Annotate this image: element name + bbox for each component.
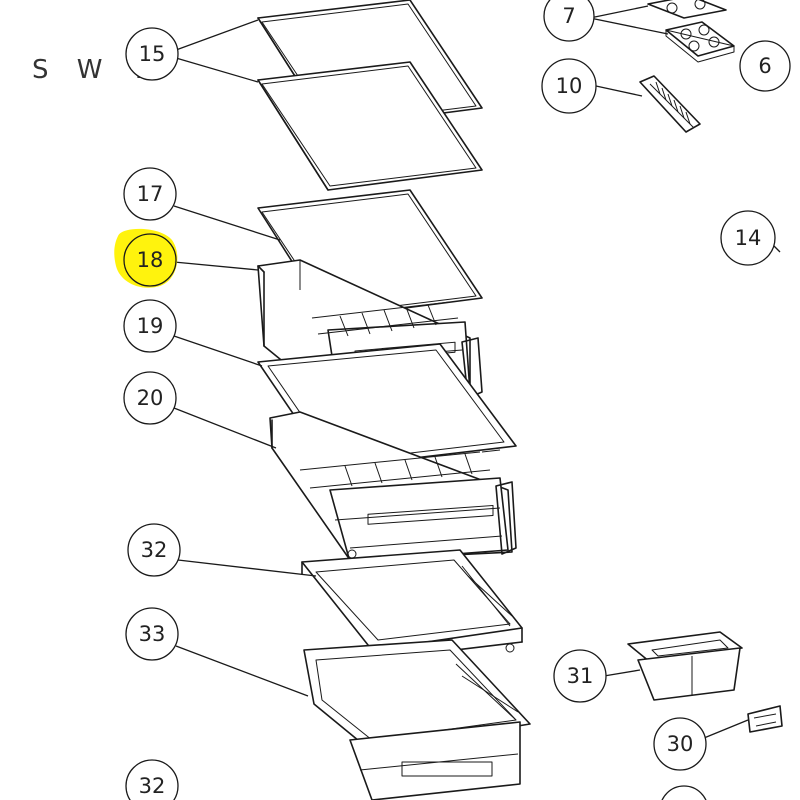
callout-17: 17 (123, 167, 177, 221)
callout-10: 10 (541, 58, 597, 114)
callout-20: 20 (123, 371, 177, 425)
callout-18-highlighted: 18 (114, 228, 178, 288)
svg-text:7: 7 (562, 4, 575, 28)
svg-text:17: 17 (137, 182, 164, 206)
part-15-glass-shelves (257, 0, 483, 191)
part-7-egg-trays (647, 0, 735, 63)
svg-text:32: 32 (141, 538, 168, 562)
part-33-bottom-drawer (303, 639, 531, 800)
svg-text:20: 20 (137, 386, 164, 410)
svg-text:19: 19 (137, 314, 164, 338)
part-20-lower-crisper-drawer (269, 411, 517, 563)
svg-text:15: 15 (139, 42, 166, 66)
callout-30: 30 (653, 717, 707, 771)
svg-text:33: 33 (139, 622, 166, 646)
callout-7: 7 (543, 0, 595, 42)
callout-15: 15 (125, 27, 179, 81)
svg-text:30: 30 (667, 732, 694, 756)
callout-32-lower: 32 (125, 759, 179, 800)
callout-partial-bottom-right (661, 785, 707, 800)
callout-6: 6 (739, 40, 791, 92)
part-10-rack (639, 75, 701, 133)
svg-text:6: 6 (758, 54, 771, 78)
callout-32-upper: 32 (127, 523, 181, 577)
callout-19: 19 (123, 299, 177, 353)
leader-lines (173, 5, 781, 739)
svg-text:32: 32 (139, 774, 166, 798)
callouts: 7 6 10 14 15 17 18 19 (114, 0, 791, 800)
callout-31: 31 (553, 649, 607, 703)
svg-text:10: 10 (556, 74, 583, 98)
callout-14: 14 (720, 210, 776, 266)
svg-text:18: 18 (137, 248, 164, 272)
callout-33: 33 (125, 607, 179, 661)
svg-text:14: 14 (735, 226, 762, 250)
part-31-storage-box (627, 631, 743, 701)
part-30-fragment (747, 705, 783, 733)
svg-text:31: 31 (567, 664, 594, 688)
